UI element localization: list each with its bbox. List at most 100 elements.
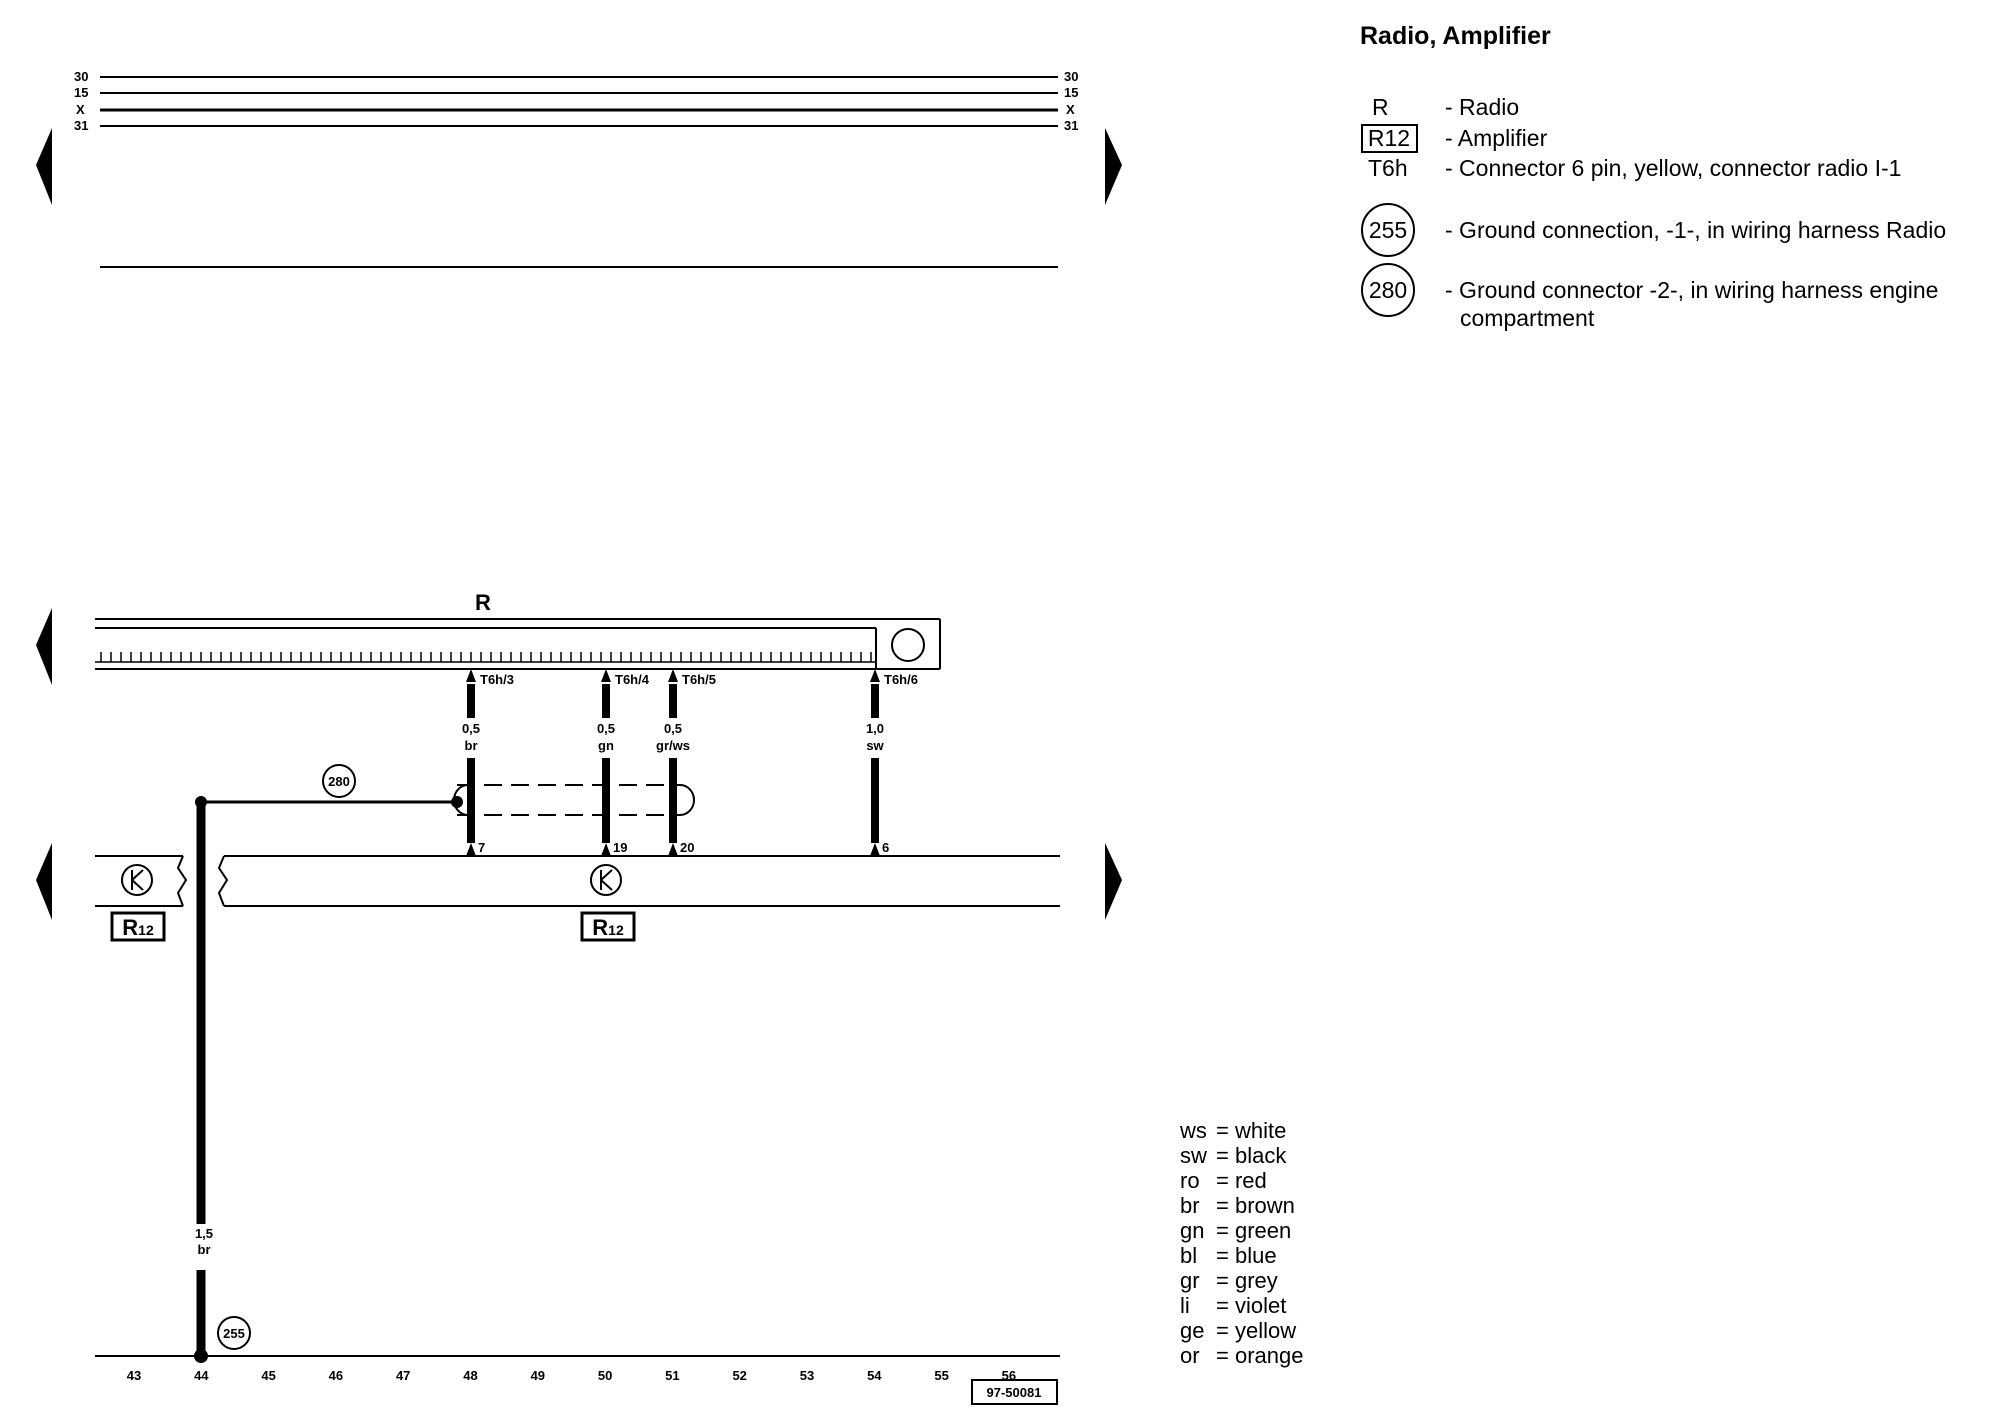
grid-number: 53 xyxy=(800,1368,814,1383)
shield-junction xyxy=(451,796,463,808)
legend-code-amplifier: R12 xyxy=(1368,125,1410,151)
wire-grws-51: 0,5 gr/ws xyxy=(656,684,690,843)
amp-pin-6: 6 xyxy=(870,840,889,856)
page-left-arrow-icon[interactable] xyxy=(36,128,52,205)
radio-left-arrow-icon[interactable] xyxy=(36,608,52,685)
reference-code: 97-50081 xyxy=(987,1385,1042,1400)
color-code-abbr: ro xyxy=(1180,1168,1200,1193)
connector-t6h-4: T6h/4 xyxy=(601,669,650,687)
color-code-name: = blue xyxy=(1216,1243,1277,1268)
legend-ground-255-icon xyxy=(1361,203,1415,257)
amp-pin-label-20: 20 xyxy=(680,840,694,855)
legend-code-ground-255: 255 xyxy=(1369,217,1407,243)
connector-label-t6h-4: T6h/4 xyxy=(615,672,650,687)
rail-label-right-15: 15 xyxy=(1064,85,1078,100)
radio-knob-icon[interactable] xyxy=(891,628,925,662)
amp-left-arrow-icon[interactable] xyxy=(36,843,52,920)
color-code-name: = yellow xyxy=(1216,1318,1296,1343)
grid-number: 50 xyxy=(598,1368,612,1383)
amp-pin-label-6: 6 xyxy=(882,840,889,855)
wire-color-3: gr/ws xyxy=(656,738,690,753)
connector-label-t6h-3: T6h/3 xyxy=(480,672,514,687)
legend-code-radio: R xyxy=(1372,94,1389,120)
color-code-abbr: ws xyxy=(1179,1118,1207,1143)
legend-desc-radio: - Radio xyxy=(1445,94,1519,120)
amp-right-arrow-icon[interactable] xyxy=(1105,843,1122,920)
amp-pin-label-7: 7 xyxy=(478,840,485,855)
amp-break-left xyxy=(176,855,188,907)
amp-pin-19: 19 xyxy=(601,840,627,856)
connector-t6h-6: T6h/6 xyxy=(870,669,918,687)
color-code-abbr: gr xyxy=(1180,1268,1200,1293)
reference-code-box xyxy=(971,1379,1058,1405)
grid-number: 46 xyxy=(329,1368,343,1383)
connector-label-t6h-6: T6h/6 xyxy=(884,672,918,687)
page-right-arrow-icon[interactable] xyxy=(1105,128,1122,205)
rail-label-right-30: 30 xyxy=(1064,69,1078,84)
color-code-name: = red xyxy=(1216,1168,1267,1193)
connector-label-t6h-5: T6h/5 xyxy=(682,672,716,687)
ground-280-symbol xyxy=(322,764,356,798)
grid-number: 44 xyxy=(194,1368,209,1383)
color-code-abbr: li xyxy=(1180,1293,1190,1318)
legend-code-connector: T6h xyxy=(1368,155,1408,181)
color-code-abbr: bl xyxy=(1180,1243,1197,1268)
component-legend: R - Radio R12 - Amplifier T6h - Connecto… xyxy=(1361,94,1946,331)
diagram-title: Radio, Amplifier xyxy=(1360,22,1551,50)
color-code-abbr: or xyxy=(1180,1343,1200,1368)
radio-scale-ticks xyxy=(100,652,872,662)
color-code-name: = black xyxy=(1216,1143,1287,1168)
amplifier-label-box-left xyxy=(110,911,166,942)
rail-label-left-31: 31 xyxy=(74,118,88,133)
amp-pin-20: 20 xyxy=(668,840,694,856)
wire-size-1: 0,5 xyxy=(462,721,480,736)
legend-desc-ground-255: - Ground connection, -1-, in wiring harn… xyxy=(1445,217,1946,243)
ground-255-symbol xyxy=(217,1316,251,1350)
radio-component: R xyxy=(95,590,941,670)
legend-ground-280-icon xyxy=(1361,263,1415,317)
amplifier-label-box-right xyxy=(580,911,636,942)
amp-pin-label-19: 19 xyxy=(613,840,627,855)
wire-color-1: br xyxy=(465,738,478,753)
grid-number: 51 xyxy=(665,1368,679,1383)
ground-wiring: 1,5 br 280 255 xyxy=(194,764,463,1363)
grid-number: 47 xyxy=(396,1368,410,1383)
ground-255-label: 255 xyxy=(223,1326,245,1341)
amplifier-transistor-icon xyxy=(590,864,622,896)
wire-color-4: sw xyxy=(866,738,884,753)
connector-t6h-5: T6h/5 xyxy=(668,669,716,687)
wire-size-4: 1,0 xyxy=(866,721,884,736)
ground-wire-size: 1,5 xyxy=(195,1226,213,1241)
amplifier-label-right: R12 xyxy=(592,915,624,940)
grid-number: 48 xyxy=(463,1368,477,1383)
color-code-abbr: ge xyxy=(1180,1318,1204,1343)
ground-280-label: 280 xyxy=(328,774,350,789)
legend-desc-ground-280-cont: compartment xyxy=(1460,305,1595,331)
legend-desc-amplifier: - Amplifier xyxy=(1445,125,1548,151)
amp-break-right xyxy=(217,855,229,907)
amplifier-transistor-icon xyxy=(121,864,153,896)
grid-number: 52 xyxy=(732,1368,746,1383)
connector-t6h-3: T6h/3 xyxy=(466,669,514,687)
rail-label-left-x: X xyxy=(76,102,85,117)
color-code-abbr: sw xyxy=(1180,1143,1207,1168)
color-code-name: = grey xyxy=(1216,1268,1278,1293)
rail-label-left-30: 30 xyxy=(74,69,88,84)
color-code-name: = violet xyxy=(1216,1293,1286,1318)
grid-number: 54 xyxy=(867,1368,882,1383)
amplifier-component: R12 R12 xyxy=(95,855,1060,942)
radio-label: R xyxy=(475,590,491,615)
rail-group: 30 15 X 31 30 15 X 31 xyxy=(74,69,1078,133)
color-code-name: = green xyxy=(1216,1218,1291,1243)
legend-desc-ground-280: - Ground connector -2-, in wiring harnes… xyxy=(1445,277,1938,303)
rail-label-right-x: X xyxy=(1066,102,1075,117)
legend-code-ground-280: 280 xyxy=(1369,277,1407,303)
wire-size-2: 0,5 xyxy=(597,721,615,736)
wire-shield xyxy=(453,784,695,816)
wire-br-48: 0,5 br xyxy=(462,684,480,843)
wire-gn-50: 0,5 gn xyxy=(597,684,615,843)
color-code-name: = brown xyxy=(1216,1193,1295,1218)
